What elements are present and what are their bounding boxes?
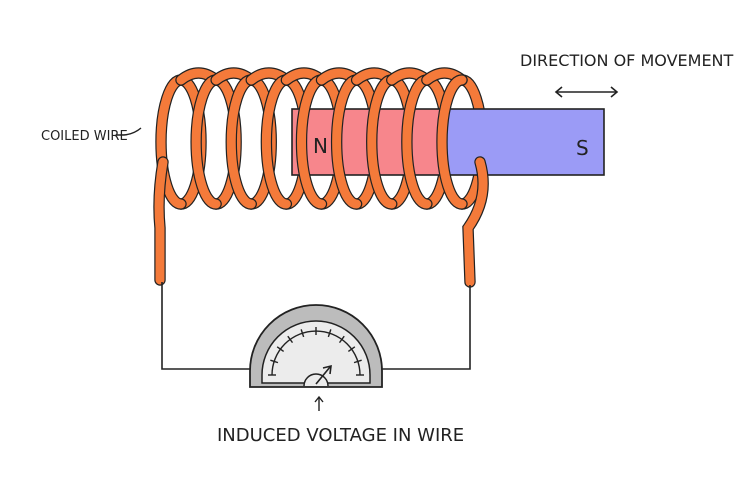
voltmeter xyxy=(249,304,383,388)
circuit-wire xyxy=(161,282,471,370)
coil-loop-front xyxy=(330,74,363,210)
coiled-wire xyxy=(153,67,489,288)
north-pole-label: N xyxy=(313,134,328,158)
meter-scale-arc xyxy=(271,330,361,376)
meter-scale-ticks xyxy=(268,327,364,376)
coil-loop-front xyxy=(401,74,433,210)
coil-loop-front xyxy=(295,74,328,210)
coil-left-lead xyxy=(153,156,169,286)
magnet-south-half xyxy=(441,108,605,176)
meter-face xyxy=(261,320,371,384)
coil-loop-front xyxy=(436,74,468,210)
induced-voltage-label: INDUCED VOLTAGE IN WIRE xyxy=(217,425,464,446)
coiled-wire-pointer xyxy=(116,127,142,136)
bar-magnet: N S xyxy=(291,108,605,176)
right-circuit-wire xyxy=(382,285,471,370)
needle-icon xyxy=(315,364,332,385)
left-circuit-wire xyxy=(161,282,252,370)
coil-loop-front xyxy=(225,74,257,210)
coil-loop-front xyxy=(260,74,293,210)
direction-of-movement-label: DIRECTION OF MOVEMENT xyxy=(520,51,734,70)
south-pole-label: S xyxy=(576,136,589,160)
coil-loop-front xyxy=(190,74,222,210)
coiled-wire-label: COILED WIRE xyxy=(41,129,128,144)
induced-voltage-pointer xyxy=(314,395,324,411)
coil-loop-front xyxy=(155,74,187,210)
coil-loop-front xyxy=(366,74,398,210)
double-arrow-icon xyxy=(554,86,619,98)
coil-right-lead xyxy=(462,156,489,288)
